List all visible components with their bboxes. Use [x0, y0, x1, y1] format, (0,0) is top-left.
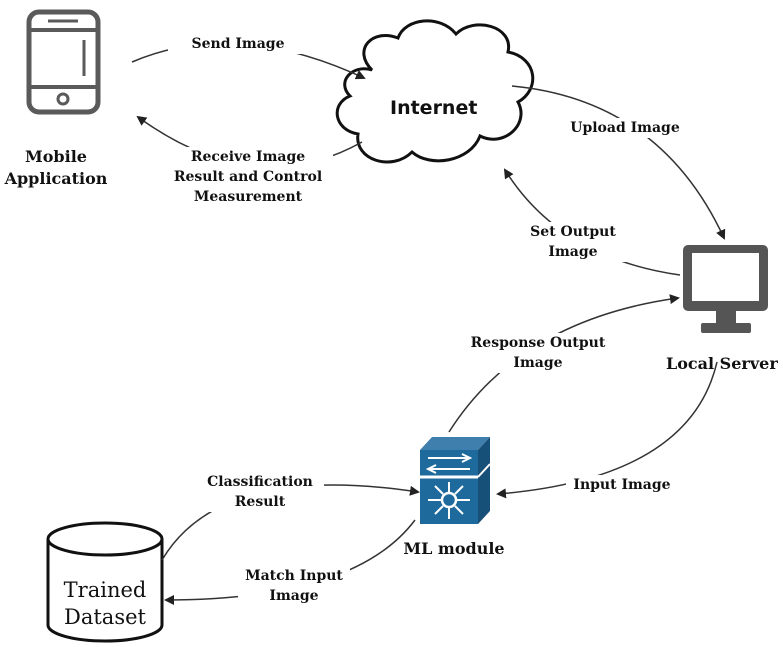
trained-dataset-label: Trained Dataset	[63, 578, 147, 629]
mobile-phone-icon	[26, 9, 101, 115]
input-image-label: Input Image	[566, 475, 678, 495]
upload-image-label: Upload Image	[560, 118, 690, 138]
set-output-image-label: Set Output Image	[518, 222, 628, 262]
response-output-image-label: Response Output Image	[462, 333, 614, 373]
arrow-input-image	[496, 361, 718, 499]
internet-cloud	[335, 19, 535, 164]
internet-label: Internet	[390, 97, 478, 119]
dataset-cylinder	[46, 521, 164, 643]
arrow-upload-image	[511, 85, 726, 240]
classification-result-label: Classification Result	[196, 472, 324, 512]
receive-image-label: Receive Image Result and Control Measure…	[163, 147, 333, 207]
mobile-application-label: Mobile Application	[4, 147, 108, 188]
monitor-icon	[683, 245, 768, 333]
ml-module-icon	[420, 437, 491, 524]
match-input-image-label: Match Input Image	[238, 566, 350, 606]
send-image-label: Send Image	[168, 34, 308, 54]
local-server-label: Local Server	[666, 354, 778, 373]
ml-module-label: ML module	[403, 539, 505, 558]
